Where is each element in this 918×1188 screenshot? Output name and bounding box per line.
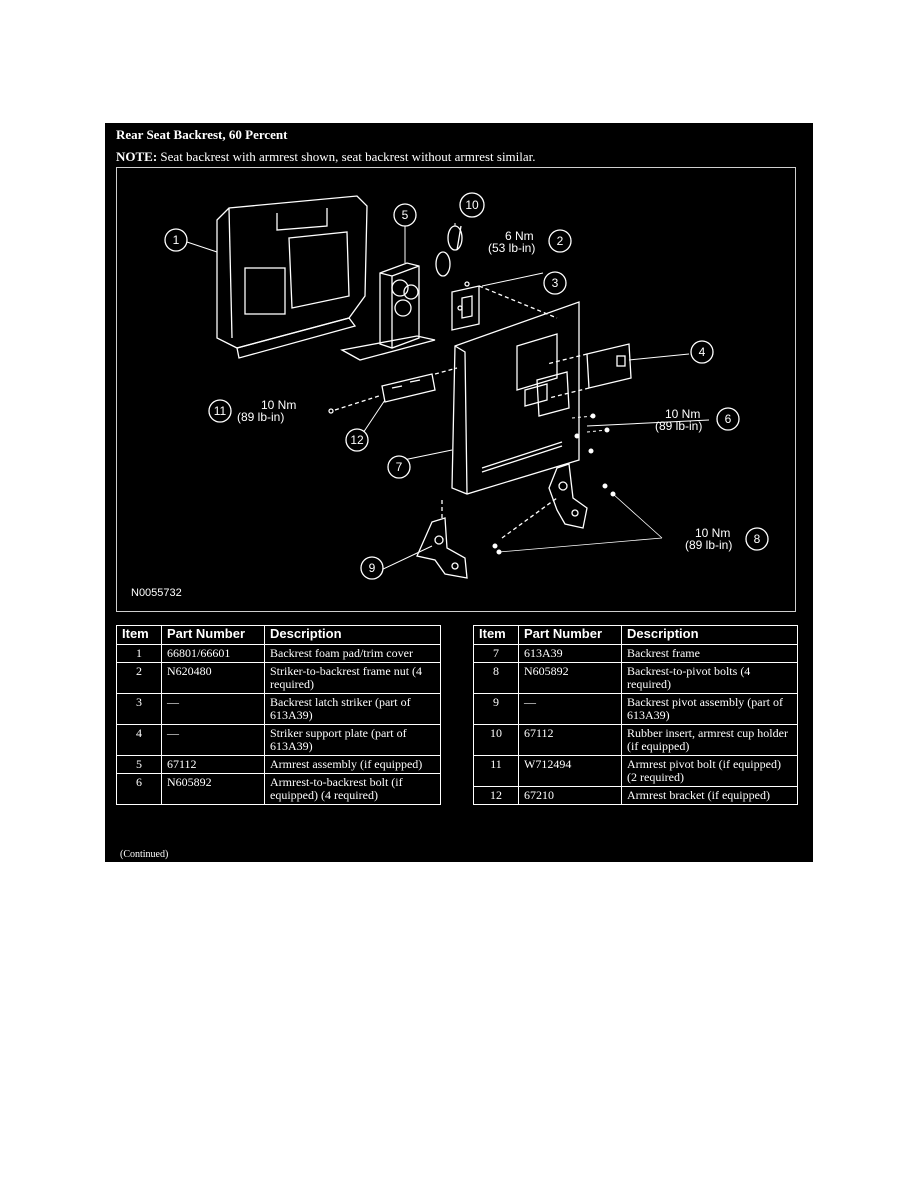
cell-desc: Armrest bracket (if equipped) [621, 786, 798, 805]
callout-3: 3 [552, 276, 559, 290]
cell-part: W712494 [518, 755, 622, 787]
callout-6: 6 [725, 412, 732, 426]
parts-table-left: Item Part Number Description 1 66801/666… [116, 625, 441, 805]
cell-part: 67210 [518, 786, 622, 805]
exploded-diagram: 1 2 3 4 5 6 7 8 9 10 11 12 6 Nm (53 lb-i… [116, 167, 796, 612]
pivot-assembly-right [501, 463, 588, 539]
cell-part: — [518, 693, 622, 725]
cell-desc: Backrest frame [621, 644, 798, 663]
note: NOTE: Seat backrest with armrest shown, … [116, 149, 536, 165]
header-description: Description [264, 625, 441, 645]
cell-part: 613A39 [518, 644, 622, 663]
content-panel: Rear Seat Backrest, 60 Percent NOTE: Sea… [105, 123, 813, 862]
note-text: Seat backrest with armrest shown, seat b… [157, 149, 536, 164]
armrest-assembly [340, 262, 436, 361]
header-item: Item [473, 625, 519, 645]
header-part-number: Part Number [518, 625, 622, 645]
cell-desc: Armrest-to-backrest bolt (if equipped) (… [264, 773, 441, 805]
callout-5: 5 [402, 208, 409, 222]
cell-item: 8 [473, 662, 519, 694]
cell-part: 67112 [161, 755, 265, 774]
cell-desc: Armrest pivot bolt (if equipped) (2 requ… [621, 755, 798, 787]
callout-12: 12 [350, 433, 364, 447]
cell-item: 7 [473, 644, 519, 663]
table-row: 1 66801/66601 Backrest foam pad/trim cov… [116, 644, 441, 663]
cell-desc: Backrest latch striker (part of 613A39) [264, 693, 441, 725]
cell-item: 9 [473, 693, 519, 725]
callout-7: 7 [396, 460, 403, 474]
armrest-bracket [328, 367, 458, 414]
callouts [164, 192, 769, 580]
cell-part: — [161, 724, 265, 756]
cell-item: 12 [473, 786, 519, 805]
table-row: 4 — Striker support plate (part of 613A3… [116, 724, 441, 756]
torque-8-lbin: (89 lb-in) [685, 538, 732, 552]
torque-2-lbin: (53 lb-in) [488, 241, 535, 255]
table-row: 5 67112 Armrest assembly (if equipped) [116, 755, 441, 774]
cell-item: 6 [116, 773, 162, 805]
cup-holder-inserts [435, 225, 463, 277]
cell-item: 3 [116, 693, 162, 725]
callout-1: 1 [173, 233, 180, 247]
parts-table-right: Item Part Number Description 7 613A39 Ba… [473, 625, 798, 805]
table-row: 7 613A39 Backrest frame [473, 644, 798, 663]
callout-4: 4 [699, 345, 706, 359]
cell-item: 10 [473, 724, 519, 756]
cell-part: 67112 [518, 724, 622, 756]
callout-2: 2 [557, 234, 564, 248]
continued-label: (Continued) [120, 849, 169, 860]
table-row: 2 N620480 Striker-to-backrest frame nut … [116, 662, 441, 694]
table-row: 9 — Backrest pivot assembly (part of 613… [473, 693, 798, 725]
torque-6-lbin: (89 lb-in) [655, 419, 702, 433]
callout-11: 11 [214, 404, 227, 418]
cell-item: 5 [116, 755, 162, 774]
backrest-foam-pad [216, 195, 368, 359]
header-description: Description [621, 625, 798, 645]
cell-item: 2 [116, 662, 162, 694]
cell-part: 66801/66601 [161, 644, 265, 663]
torque-6-nm: 10 Nm [665, 407, 700, 421]
cell-part: N605892 [518, 662, 622, 694]
table-row: 10 67112 Rubber insert, armrest cup hold… [473, 724, 798, 756]
cell-desc: Rubber insert, armrest cup holder (if eq… [621, 724, 798, 756]
torque-11-lbin: (89 lb-in) [237, 410, 284, 424]
backrest-frame [451, 301, 580, 495]
callout-10: 10 [465, 198, 479, 212]
pivot-assembly-left [416, 498, 468, 579]
table-row: 3 — Backrest latch striker (part of 613A… [116, 693, 441, 725]
cell-desc: Backrest pivot assembly (part of 613A39) [621, 693, 798, 725]
backrest-to-pivot-bolts [492, 483, 663, 555]
striker-support-plate [546, 343, 632, 399]
cell-desc: Striker support plate (part of 613A39) [264, 724, 441, 756]
cell-desc: Striker-to-backrest frame nut (4 require… [264, 662, 441, 694]
cell-part: N620480 [161, 662, 265, 694]
cell-item: 4 [116, 724, 162, 756]
latch-striker [451, 281, 558, 331]
cell-item: 1 [116, 644, 162, 663]
cell-part: — [161, 693, 265, 725]
armrest-to-backrest-bolts [571, 413, 610, 454]
callout-8: 8 [754, 532, 761, 546]
table-row: 11 W712494 Armrest pivot bolt (if equipp… [473, 755, 798, 787]
table-row: 6 N605892 Armrest-to-backrest bolt (if e… [116, 773, 441, 805]
callout-9: 9 [369, 561, 376, 575]
section-title: Rear Seat Backrest, 60 Percent [116, 127, 288, 142]
cell-desc: Backrest-to-pivot bolts (4 required) [621, 662, 798, 694]
figure-id: N0055732 [131, 587, 182, 599]
table-row: 8 N605892 Backrest-to-pivot bolts (4 req… [473, 662, 798, 694]
header-item: Item [116, 625, 162, 645]
cell-desc: Armrest assembly (if equipped) [264, 755, 441, 774]
torque-2-nm: 6 Nm [505, 229, 534, 243]
table-row: 12 67210 Armrest bracket (if equipped) [473, 786, 798, 805]
cell-part: N605892 [161, 773, 265, 805]
note-label: NOTE: [116, 149, 158, 164]
torque-8-nm: 10 Nm [695, 526, 730, 540]
cell-item: 11 [473, 755, 519, 787]
torque-11-nm: 10 Nm [261, 398, 296, 412]
header-part-number: Part Number [161, 625, 265, 645]
cell-desc: Backrest foam pad/trim cover [264, 644, 441, 663]
